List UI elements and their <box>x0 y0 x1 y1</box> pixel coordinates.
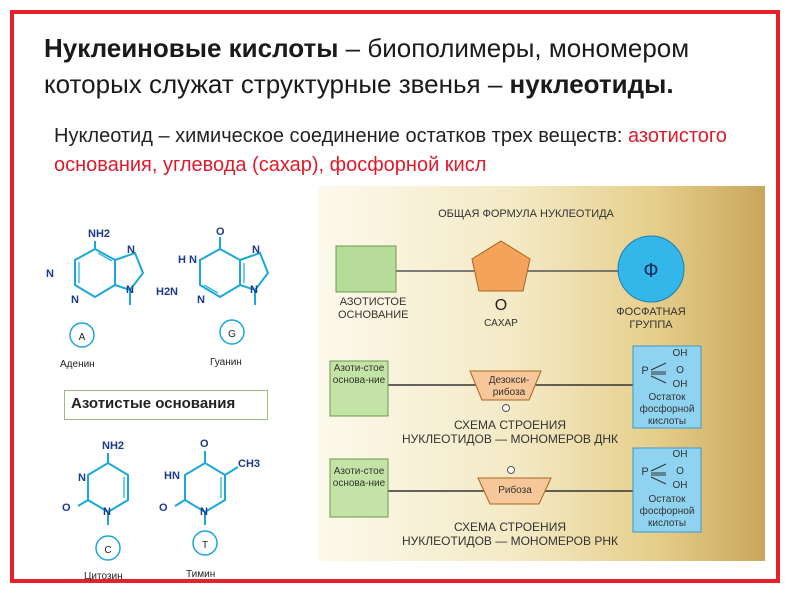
guanine-h2n: H2N <box>156 286 178 298</box>
dna-phosphate-label: Остаток фосфорной кислоты <box>639 392 695 427</box>
dna-phosphate-bonds <box>650 362 667 384</box>
rna-phosphate-label: Остаток фосфорной кислоты <box>639 494 695 529</box>
adenine-n7: N <box>127 244 135 256</box>
adenine-n3: N <box>71 294 79 306</box>
adenine-n1: N <box>46 268 54 280</box>
dna-caption-2: НУКЛЕОТИДОВ — МОНОМЕРОВ ДНК <box>401 432 619 446</box>
thymine-ch3: CH3 <box>238 458 260 470</box>
adenine-badge <box>69 322 95 348</box>
rna-phosphate-bonds <box>650 463 667 485</box>
rna-phosphate-box <box>632 447 702 533</box>
nucleotide-diagram: ОБЩАЯ ФОРМУЛА НУКЛЕОТИДА O Ф САХАР <box>329 208 702 533</box>
rna-oh1: OH <box>672 449 688 460</box>
cytosine-letter: C <box>104 545 111 556</box>
nucleotide-definition: Нуклеотид – химическое соединение остатк… <box>54 125 727 176</box>
dna-o: O <box>676 365 684 376</box>
guanine-structure <box>199 237 270 305</box>
dna-base-label: Азоти-стое основа-ние <box>332 363 386 386</box>
cytosine-nh2: NH2 <box>102 440 124 452</box>
slide-frame <box>10 10 780 583</box>
guanine-name: Гуанин <box>210 357 242 368</box>
rna-base-label: Азоти-стое основа-ние <box>332 466 386 489</box>
dna-p: P <box>641 365 649 377</box>
cytosine-structure <box>77 453 129 525</box>
adenine-name: Аденин <box>60 359 95 370</box>
guanine-o: O <box>216 226 225 238</box>
rna-sugar-label: Рибоза <box>498 485 532 496</box>
phosphate-symbol: Ф <box>643 260 658 282</box>
thymine-badge <box>192 530 218 556</box>
phosphate-circle <box>617 235 685 303</box>
guanine-letter: G <box>228 329 236 340</box>
adenine-n9: N <box>126 284 134 296</box>
sugar-label: САХАР <box>484 318 518 329</box>
general-title: ОБЩАЯ ФОРМУЛА НУКЛЕОТИДА <box>438 208 614 220</box>
dna-sugar-shape <box>469 370 542 401</box>
guanine-n3: N <box>197 294 205 306</box>
guanine-n9: N <box>250 284 258 296</box>
guanine-hn: H N <box>178 254 197 266</box>
dna-oh1: OH <box>672 348 688 359</box>
rna-sugar-ring-o <box>507 466 515 474</box>
dna-sugar-label: Дезокси-рибоза <box>488 375 530 398</box>
thymine-o: O <box>159 502 168 514</box>
rna-caption-1: СХЕМА СТРОЕНИЯ <box>454 520 566 534</box>
thymine-structure <box>174 451 239 525</box>
cytosine-o: O <box>62 502 71 514</box>
adenine-letter: A <box>79 332 86 343</box>
dna-oh2: OH <box>672 379 688 390</box>
thymine-n1: N <box>200 506 208 518</box>
cytosine-n3: N <box>78 472 86 484</box>
thymine-letter: T <box>202 540 208 551</box>
rna-caption-2: НУКЛЕОТИДОВ — МОНОМЕРОВ РНК <box>402 534 618 548</box>
cytosine-name: Цитозин <box>84 571 123 582</box>
base-rectangle <box>335 245 397 293</box>
dna-caption-1: СХЕМА СТРОЕНИЯ <box>454 418 566 432</box>
guanine-badge <box>219 319 245 345</box>
adenine-structure <box>74 241 145 305</box>
sugar-oxygen: O <box>495 297 507 314</box>
guanine-n7: N <box>252 244 260 256</box>
rna-sugar-shape <box>477 477 552 505</box>
cytosine-badge <box>95 535 121 561</box>
nitrogenous-bases: NH2 N N N N A Аденин O H N H2N N N N G Г… <box>46 226 270 582</box>
dna-phosphate-box <box>632 345 702 429</box>
rna-base-box <box>329 458 389 518</box>
rna-p: P <box>641 466 649 478</box>
phosphate-label: ФОСФАТНАЯ ГРУППА <box>616 306 686 331</box>
thymine-hn: HN <box>164 470 180 482</box>
rna-o: O <box>676 466 684 477</box>
thymine-o-top: O <box>200 438 209 450</box>
slide-title: Нуклеиновые кислоты – биополимеры, моном… <box>44 33 690 99</box>
sugar-pentagon <box>471 240 531 292</box>
base-label: АЗОТИСТОЕ ОСНОВАНИЕ <box>338 296 409 321</box>
rna-oh2: OH <box>672 480 688 491</box>
cytosine-n1: N <box>103 506 111 518</box>
adenine-nh2: NH2 <box>88 228 110 240</box>
thymine-name: Тимин <box>186 569 215 580</box>
dna-base-box <box>329 360 389 417</box>
dna-sugar-ring-o <box>502 404 510 412</box>
nitrogenous-bases-label: Азотистые основания <box>64 390 268 420</box>
